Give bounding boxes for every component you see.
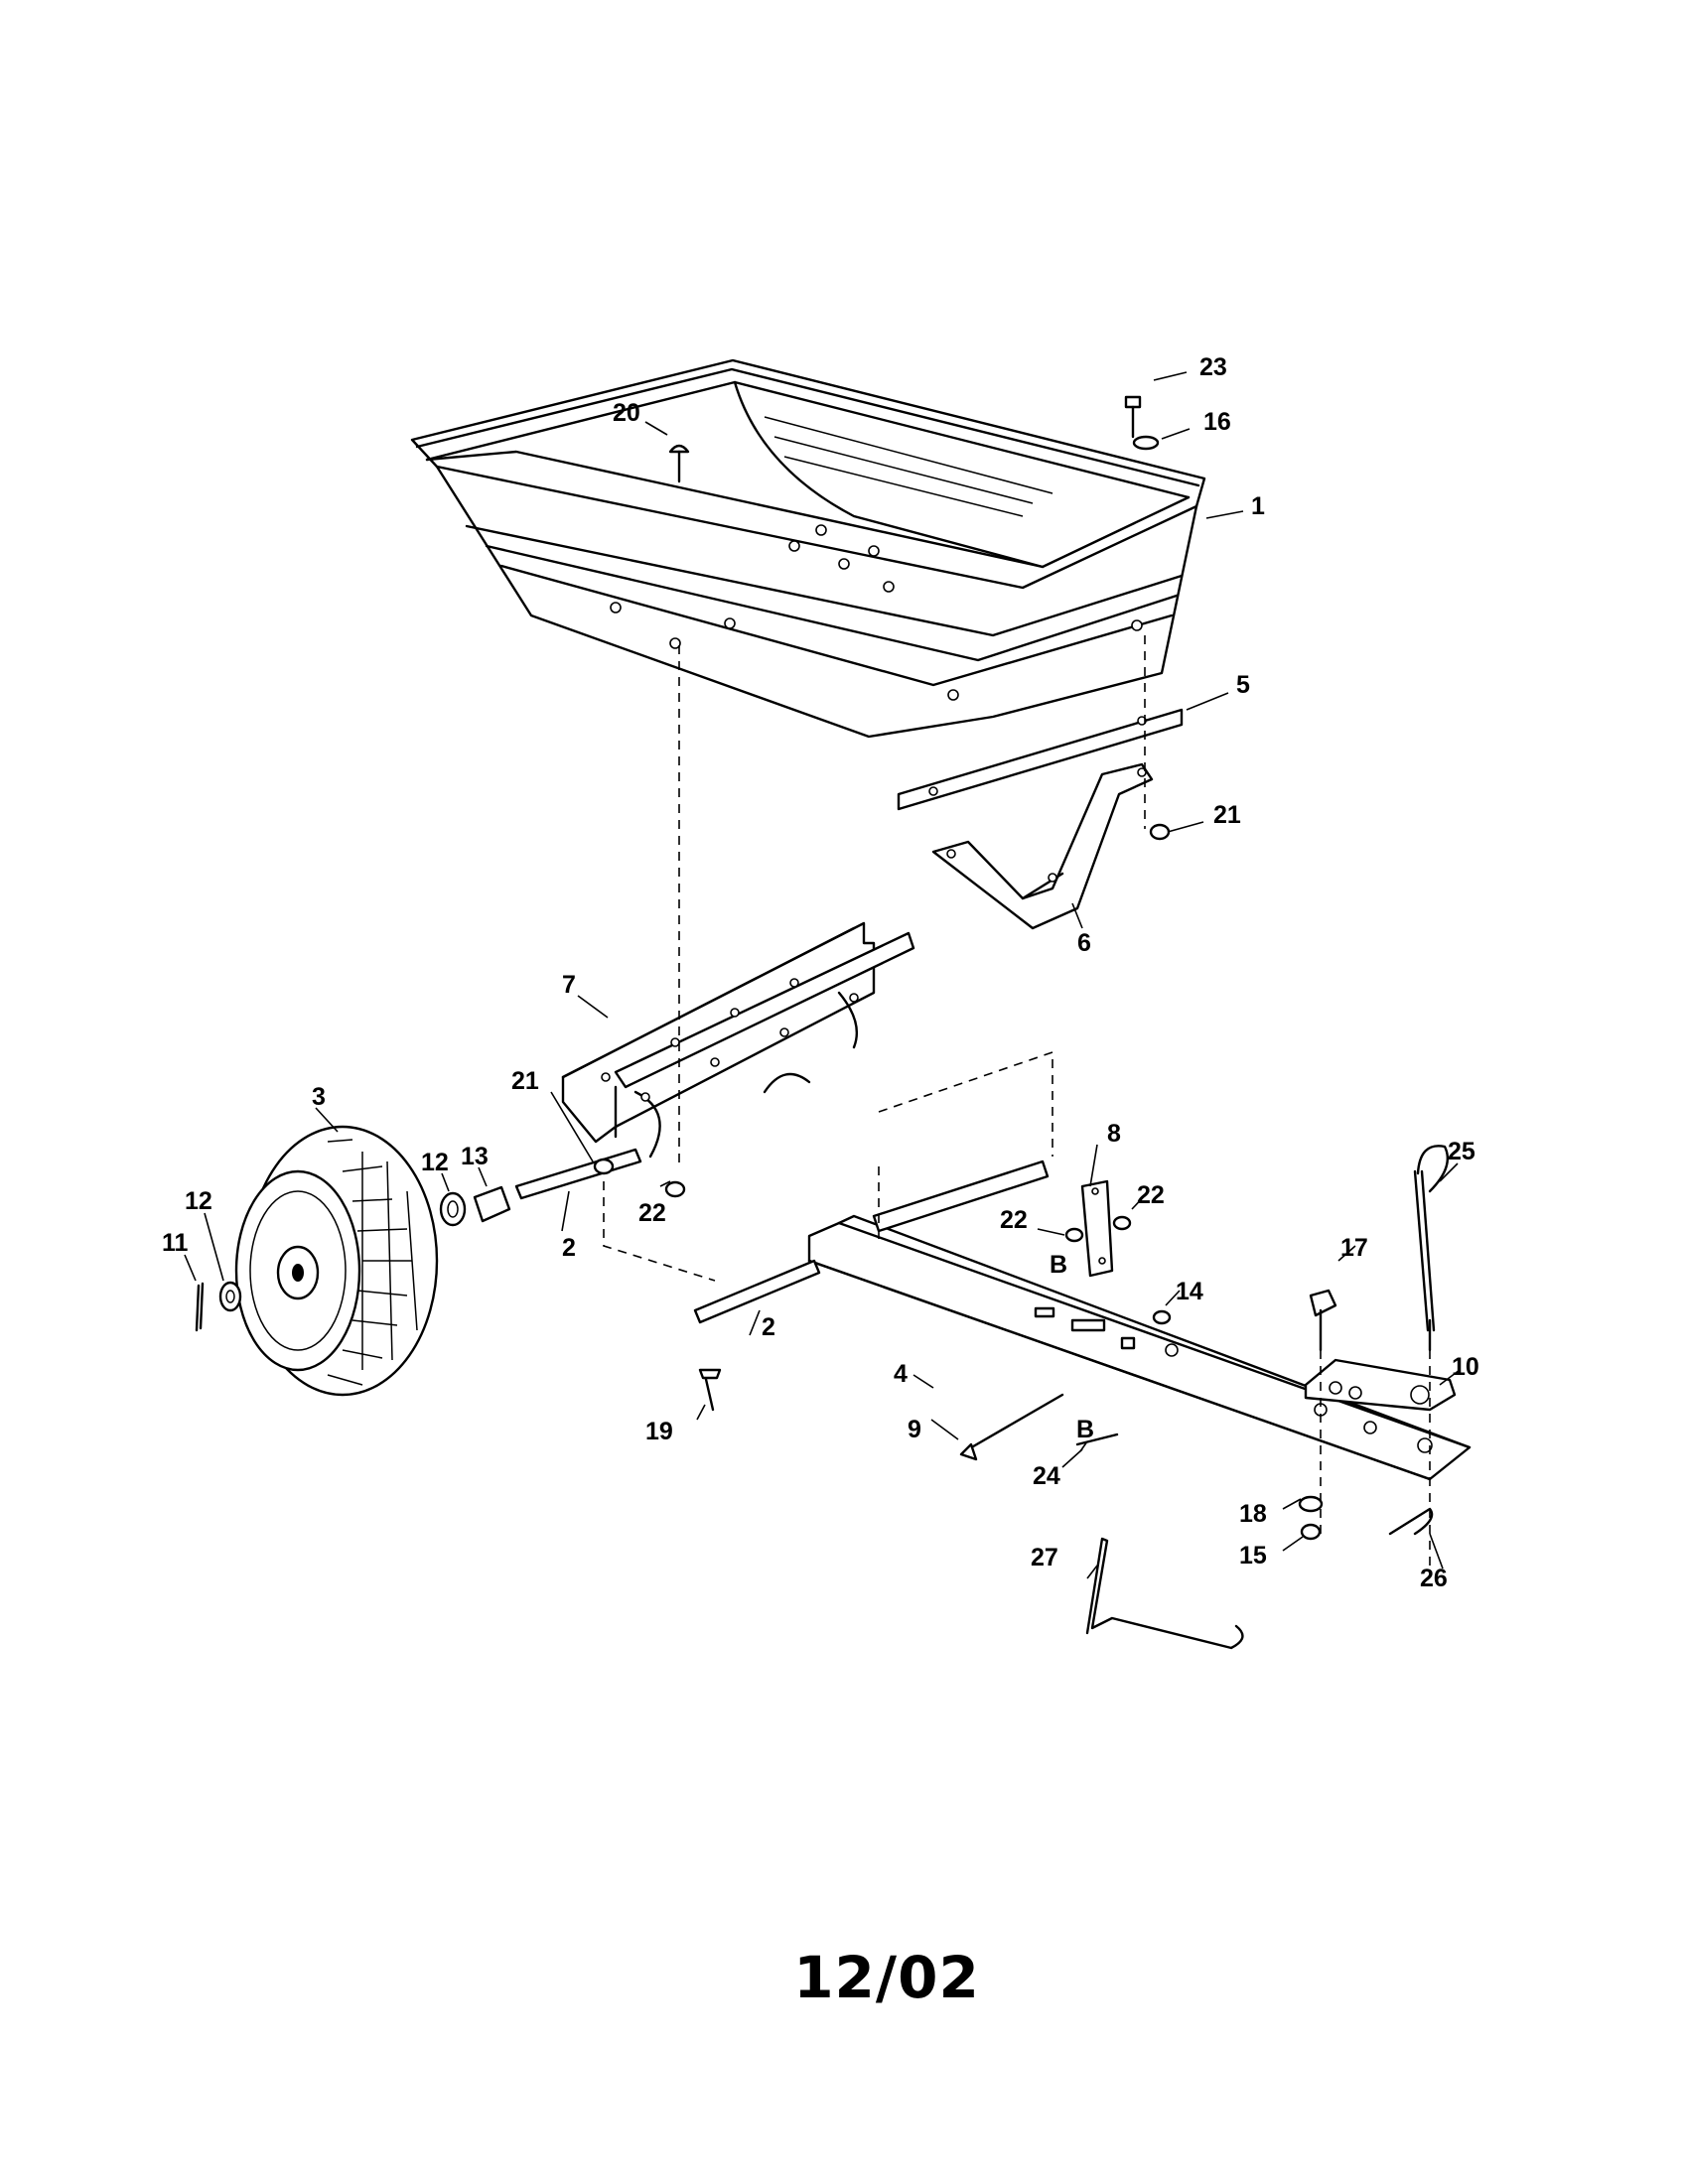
- callout-9: 9: [908, 1416, 921, 1443]
- callout-13: 13: [461, 1143, 489, 1170]
- callout-17: 17: [1340, 1234, 1368, 1262]
- callout-12-left: 12: [185, 1187, 212, 1215]
- cart-bed: [410, 358, 1206, 739]
- callout-15: 15: [1239, 1542, 1267, 1570]
- frame-bar: [807, 1214, 1472, 1481]
- alignment-lines: [603, 635, 1431, 1569]
- callout-27: 27: [1031, 1544, 1058, 1571]
- callout-5: 5: [1236, 671, 1250, 699]
- callout-4: 4: [894, 1360, 908, 1388]
- callout-25: 25: [1448, 1138, 1475, 1165]
- callout-2-lower: 2: [762, 1313, 775, 1341]
- wheel-hardware: [195, 1185, 511, 1332]
- callout-7: 7: [562, 971, 576, 999]
- callout-labels: 23 16 20 1 5 21 6 7 21 3 12 13 12 11 22 …: [162, 353, 1479, 1592]
- callout-3: 3: [312, 1083, 326, 1111]
- callout-11: 11: [162, 1229, 189, 1257]
- callout-18: 18: [1239, 1500, 1267, 1528]
- callout-B-upper: B: [1050, 1251, 1067, 1279]
- callout-22-mid: 22: [1000, 1206, 1028, 1234]
- hitch-hardware: [1304, 1145, 1457, 1412]
- callout-21-lower: 21: [511, 1067, 539, 1095]
- leader-lines: [184, 371, 1461, 1579]
- callout-22-left: 22: [638, 1199, 666, 1227]
- mounting-plate: [897, 708, 1184, 811]
- callout-22-upper-right: 22: [1137, 1181, 1165, 1209]
- callout-23: 23: [1199, 353, 1227, 381]
- footer-date-code: 12/02: [793, 1944, 980, 2011]
- callout-10: 10: [1452, 1353, 1479, 1381]
- callout-26: 26: [1420, 1565, 1448, 1592]
- callout-2-upper: 2: [562, 1234, 576, 1262]
- callout-19: 19: [645, 1418, 673, 1445]
- support-bracket: [931, 762, 1154, 930]
- pivot-channel: [561, 921, 915, 1159]
- callout-24: 24: [1033, 1462, 1060, 1490]
- callout-8: 8: [1107, 1120, 1121, 1148]
- callout-14: 14: [1176, 1278, 1203, 1305]
- callout-20: 20: [613, 399, 640, 427]
- callout-12-right: 12: [421, 1149, 449, 1176]
- fasteners: [593, 395, 1434, 1650]
- callout-6: 6: [1077, 929, 1091, 957]
- callout-16: 16: [1203, 408, 1231, 436]
- support-rod: [1080, 1179, 1114, 1278]
- callout-1: 1: [1251, 492, 1265, 520]
- callout-21-upper: 21: [1213, 801, 1241, 829]
- callout-B-lower: B: [1076, 1416, 1094, 1443]
- wheel-assembly: [234, 1125, 439, 1397]
- axles: [514, 1148, 1050, 1324]
